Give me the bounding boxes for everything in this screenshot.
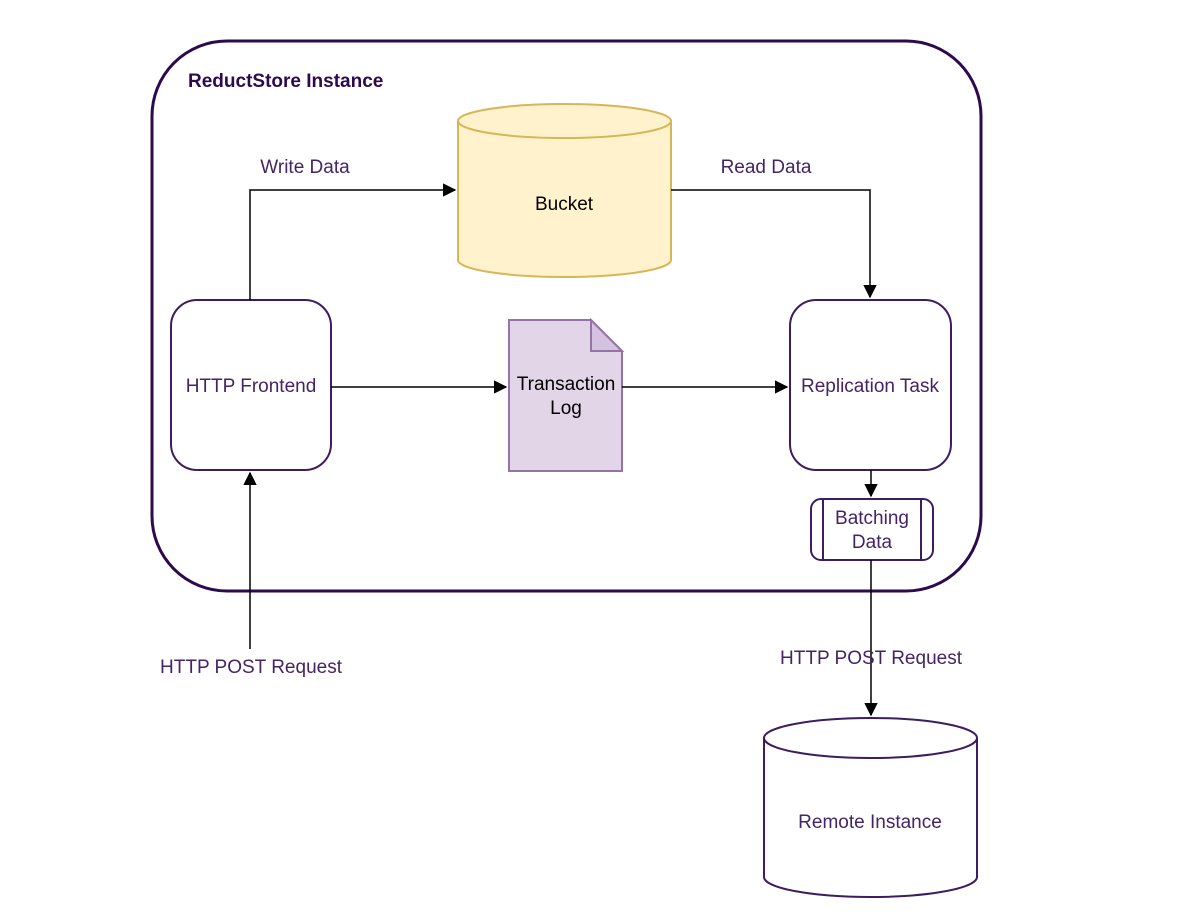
remote-instance-cylinder: [763, 717, 978, 898]
batching-data-box: [810, 498, 934, 561]
remote-instance-body: [763, 717, 978, 898]
remote-instance-label: Remote Instance: [798, 812, 942, 833]
transaction-log-label: Transaction Log: [516, 374, 616, 419]
edge-frontend-to-bucket: [249, 183, 457, 300]
http-post-request-left-label: HTTP POST Request: [160, 657, 342, 678]
http-frontend-label: HTTP Frontend: [185, 376, 317, 397]
read-data-edge-label: Read Data: [720, 157, 812, 178]
remote-instance-top-arc: [763, 737, 978, 759]
http-post-request-right-label: HTTP POST Request: [780, 648, 962, 669]
write-data-edge-label: Write Data: [260, 157, 350, 178]
bucket-cylinder: [457, 103, 672, 278]
transaction-log-document: [508, 317, 625, 472]
edge-bucket-to-replication: [671, 189, 877, 299]
bucket-label: Bucket: [534, 194, 594, 215]
reductstore-instance-boundary: [150, 39, 983, 593]
batching-data-subroutine: [810, 498, 934, 561]
diagram-title: ReductStore Instance: [188, 71, 384, 92]
batching-data-label: Batching Data: [835, 508, 909, 553]
replication-task-label: Replication Task: [800, 376, 940, 397]
bucket-cylinder-body: [457, 103, 672, 278]
bucket-cylinder-top-arc: [457, 120, 672, 139]
transaction-log-fold: [590, 317, 625, 352]
transaction-log-page: [508, 319, 623, 472]
http-frontend-box: [170, 299, 332, 471]
